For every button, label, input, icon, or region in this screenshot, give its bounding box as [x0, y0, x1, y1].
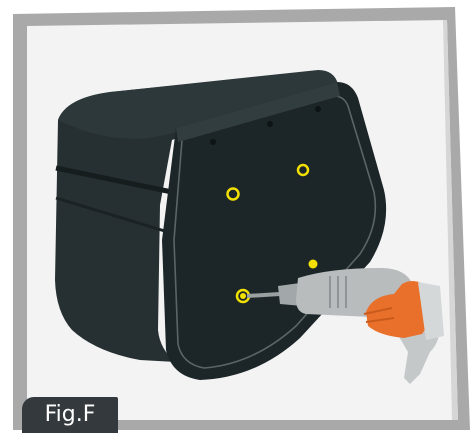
rivet — [315, 106, 321, 112]
rivet — [210, 139, 216, 145]
case-side — [55, 72, 335, 362]
glove-hand — [366, 281, 431, 338]
case-band-lower — [55, 196, 169, 234]
rivet — [267, 121, 273, 127]
glove-cuff — [418, 282, 444, 340]
case-lid — [58, 70, 338, 139]
case-front-face — [162, 82, 387, 380]
hole-marker — [296, 163, 310, 177]
figure-label: Fig.F — [22, 397, 118, 433]
frame-shadow-edge — [443, 20, 458, 420]
glove-fingers — [363, 307, 395, 323]
case-rim-band — [176, 82, 340, 142]
work-glove-icon — [363, 281, 444, 340]
drill-chuck — [278, 283, 302, 306]
hole-marker-fill — [240, 293, 246, 299]
case-stitch-line — [173, 95, 377, 369]
drill-bit — [246, 292, 281, 298]
hard-case-icon — [55, 70, 387, 380]
hole-marker — [308, 259, 318, 269]
hole-marker — [226, 187, 240, 201]
case-band-upper — [55, 165, 173, 195]
